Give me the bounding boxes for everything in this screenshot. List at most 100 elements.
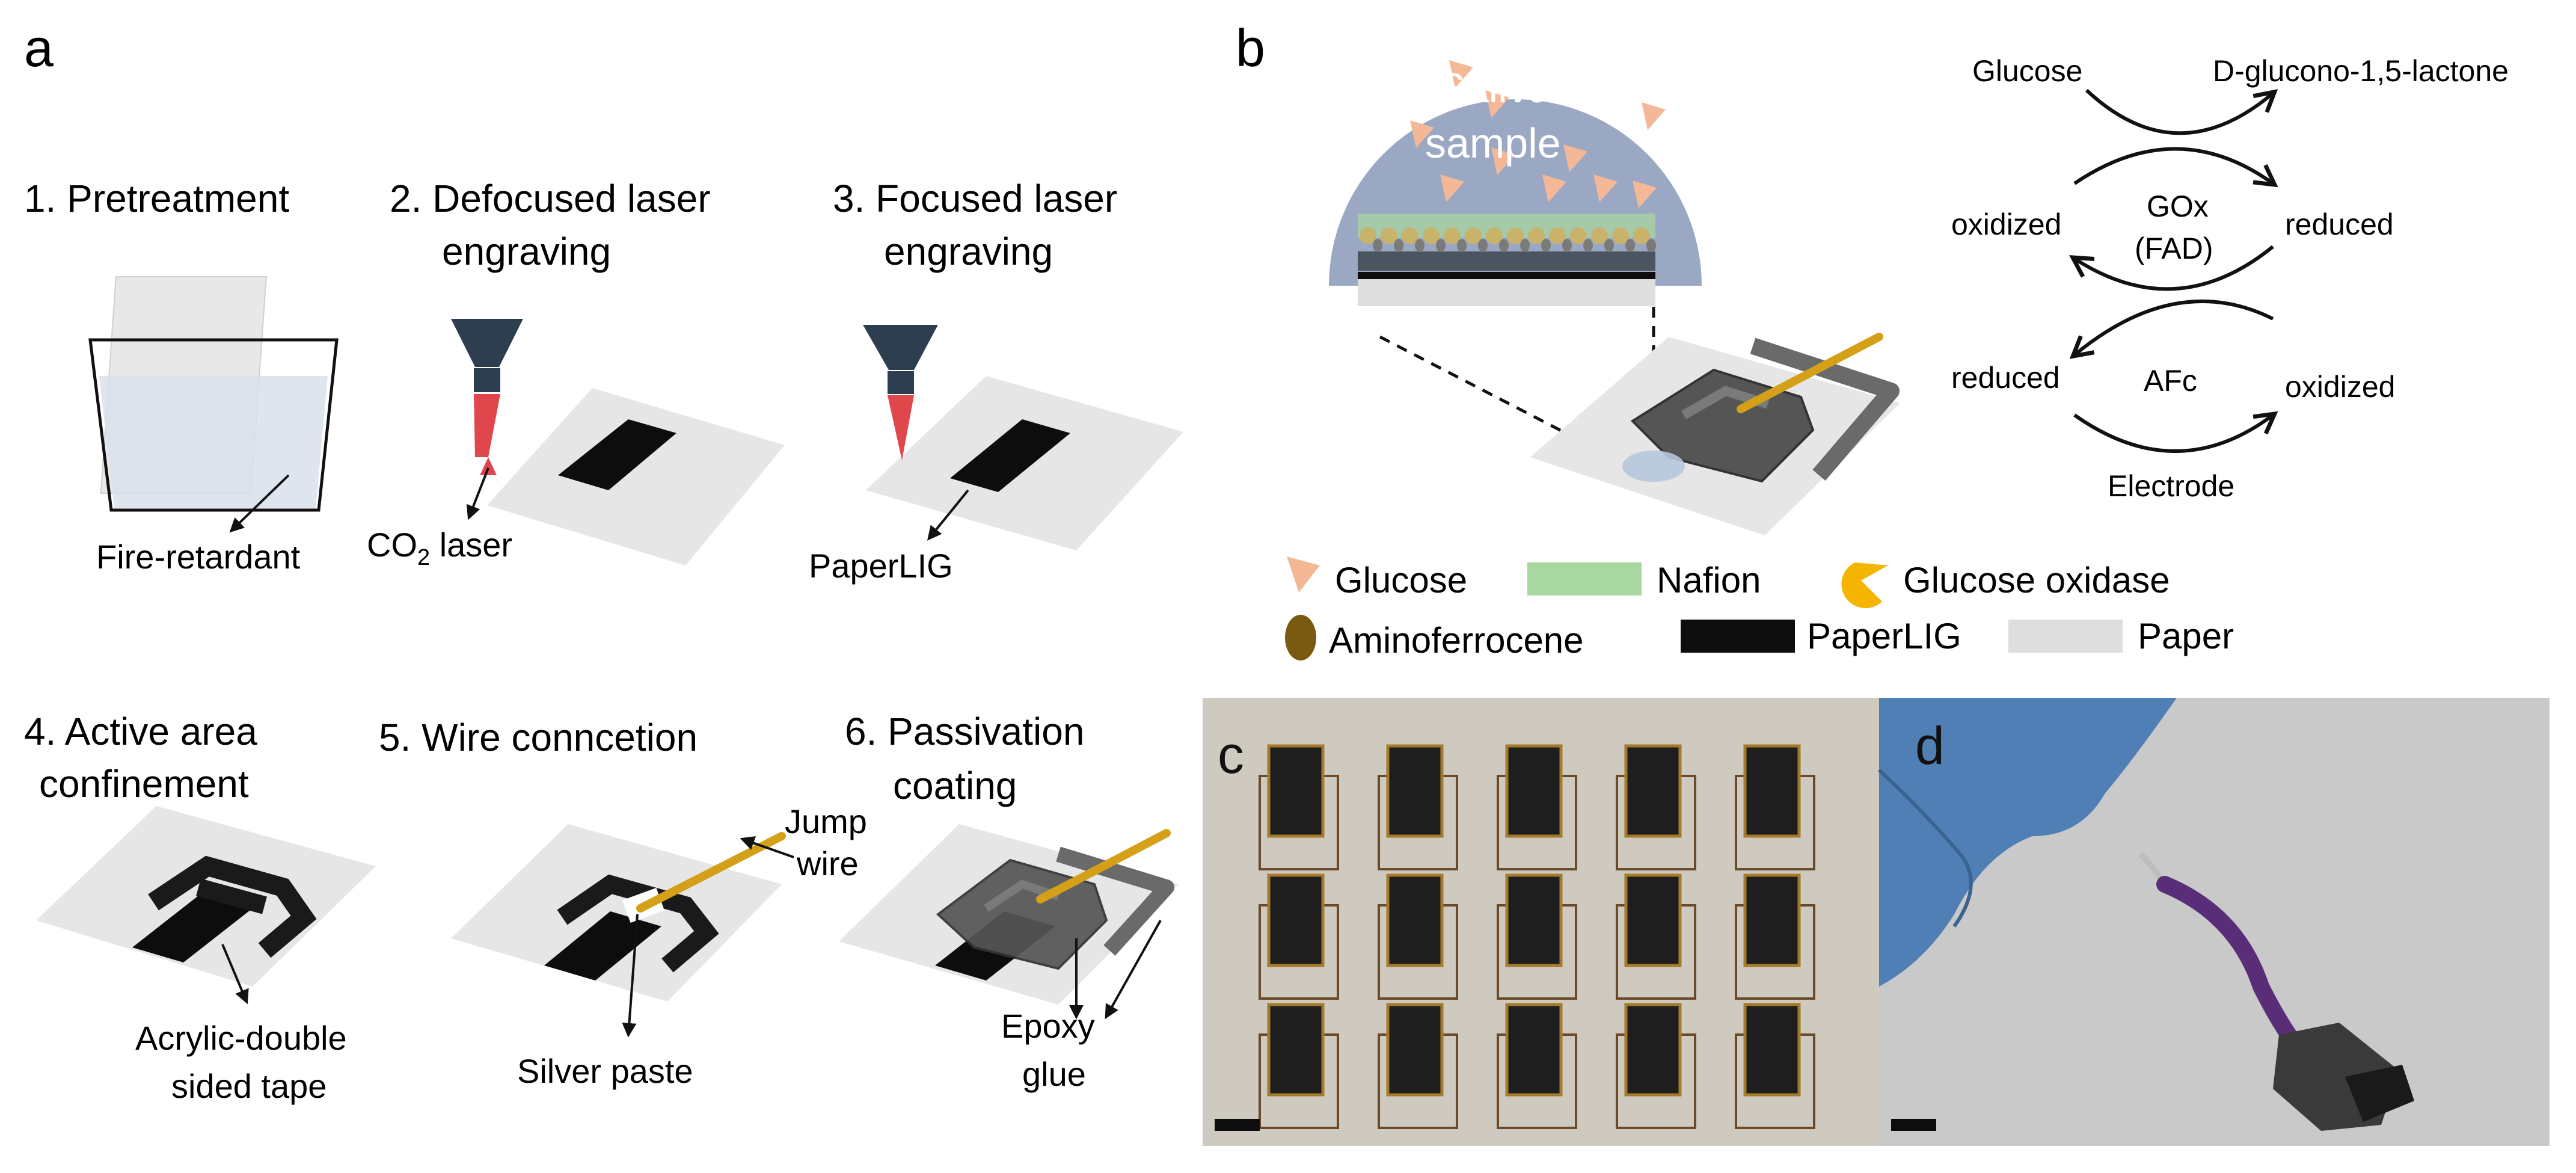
step5-title: 5. Wire conncetion — [379, 716, 698, 759]
electrode-pad — [1505, 744, 1563, 838]
aminoferrocene-dot — [1478, 239, 1488, 252]
legend-paper-swatch — [2008, 620, 2123, 653]
step4-title-l2: confinement — [39, 762, 249, 805]
lactone-label: D-glucono-1,5-lactone — [2213, 54, 2509, 88]
enzyme-blob — [1549, 227, 1566, 244]
electrode-pad — [1267, 744, 1325, 838]
gox-label-l2: (FAD) — [2135, 232, 2213, 265]
aminoferrocene-dot — [1625, 239, 1635, 252]
defocused-laser-scene — [451, 319, 785, 565]
electrode-label: Electrode — [2108, 469, 2234, 503]
rxn-arrow-glucose — [2085, 88, 2273, 135]
enzyme-blob — [1402, 227, 1418, 244]
saliva-label-l1: Saliva — [1437, 64, 1552, 111]
step2-title-l1: 2. Defocused laser — [390, 177, 711, 220]
electrode-pad — [1743, 873, 1801, 967]
glucose-triangle — [1491, 147, 1515, 175]
aminoferrocene-dot — [1541, 239, 1551, 252]
legend-nafion-swatch — [1527, 562, 1642, 596]
enzyme-blob — [1612, 227, 1629, 244]
step3-title-l1: 3. Focused laser — [833, 177, 1117, 220]
co2-laser-label: CO2 laser — [367, 526, 512, 570]
rxn-arrow-gox-top — [2073, 147, 2273, 184]
enzyme-blob — [1360, 227, 1376, 244]
enzyme-blob — [1591, 227, 1608, 244]
rxn-arrow-afc-bottom — [2073, 415, 2273, 453]
enzyme-blob — [1423, 227, 1440, 244]
glucose-triangle — [1542, 174, 1566, 202]
jump-wire-label-l1: Jump — [785, 802, 867, 840]
photo-c: c — [1203, 698, 1879, 1146]
electrode-array — [1259, 744, 1815, 1129]
legend-paper-label: Paper — [2138, 616, 2234, 656]
legend-gox-label: Glucose oxidase — [1903, 560, 2170, 600]
oxidized-top-label: oxidized — [1951, 208, 2061, 241]
glucose-triangle — [1633, 180, 1657, 208]
enzyme-blob — [1381, 227, 1397, 244]
step3-title-l2: engraving — [884, 230, 1053, 273]
paperlig-arrow — [927, 489, 969, 541]
photo-d: d — [1877, 698, 2550, 1146]
scale-bar-c — [1215, 1119, 1260, 1131]
aminoferrocene-dot — [1520, 239, 1530, 252]
electrode-pad — [1624, 873, 1682, 967]
legend-glucose-swatch — [1287, 556, 1320, 593]
saliva-label-l2: sample — [1425, 120, 1561, 167]
glucose-triangle — [1642, 102, 1666, 130]
step2-title-l2: engraving — [442, 230, 611, 273]
aminoferrocene-dot — [1583, 239, 1593, 252]
glucose-triangle — [1449, 60, 1473, 88]
enzyme-layer — [1360, 227, 1656, 252]
aminoferrocene-dot — [1394, 239, 1403, 252]
step1-title: 1. Pretreatment — [24, 177, 289, 220]
sensor-device-b — [1530, 333, 1900, 535]
legend-gox-swatch — [1841, 562, 1888, 608]
enzyme-blob — [1486, 227, 1503, 244]
enzyme-blob — [1507, 227, 1524, 244]
tape-arrow — [221, 944, 249, 1005]
jump-wire-label-l2: wire — [796, 845, 859, 882]
panel-letter-c: c — [1218, 725, 1244, 784]
fire-retardant-label: Fire-retardant — [96, 538, 301, 576]
aminoferrocene-dot — [1457, 239, 1467, 252]
aminoferrocene-dot — [1499, 239, 1509, 252]
legend-paperlig-label: PaperLIG — [1807, 616, 1961, 656]
passivation-scene — [839, 824, 1179, 1005]
glucose-rxn-label: Glucose — [1972, 54, 2082, 88]
epoxy-label-l1: Epoxy — [1001, 1007, 1095, 1045]
panel-letter-b: b — [1236, 18, 1265, 78]
scale-bar-d — [1891, 1119, 1936, 1131]
electrode-pad — [1267, 1003, 1325, 1097]
enzyme-blob — [1444, 227, 1461, 244]
electrode-pad — [1386, 1003, 1444, 1097]
electrode-pad — [1267, 873, 1325, 967]
co2-laser-arrow — [466, 467, 489, 520]
pretreatment-beaker — [88, 276, 339, 512]
aminoferrocene-dot — [1436, 239, 1446, 252]
legend-nafion-label: Nafion — [1657, 560, 1761, 600]
silver-paste-arrow — [622, 914, 639, 1038]
panel-letter-d: d — [1915, 716, 1945, 775]
electrode-pad — [1505, 1003, 1563, 1097]
step6-title-l1: 6. Passivation — [845, 710, 1084, 753]
paperlig-label: PaperLIG — [809, 547, 953, 585]
wire-connection-scene — [451, 824, 786, 1002]
legend-glucose-label: Glucose — [1335, 560, 1467, 600]
step4-title-l1: 4. Active area — [24, 710, 257, 753]
tape-label-l1: Acrylic-double — [135, 1019, 347, 1057]
tape-label-l2: sided tape — [171, 1067, 327, 1105]
gox-label-l1: GOx — [2147, 189, 2209, 223]
glucose-triangle — [1440, 174, 1464, 202]
purple-wire — [2156, 876, 2305, 1055]
aminoferrocene-dot — [1562, 239, 1572, 252]
legend: Glucose Nafion Glucose oxidase Aminoferr… — [1285, 556, 2234, 660]
legend-aminoferrocene-label: Aminoferrocene — [1329, 620, 1584, 660]
glucose-triangle — [1563, 144, 1587, 172]
aminoferrocene-dot — [1415, 239, 1424, 252]
electrode-pad — [1505, 873, 1563, 967]
reduced-bottom-label: reduced — [1951, 361, 2060, 395]
electrode-pad — [1624, 1003, 1682, 1097]
active-area-scene — [36, 806, 376, 987]
glucose-particles — [1410, 60, 1666, 208]
